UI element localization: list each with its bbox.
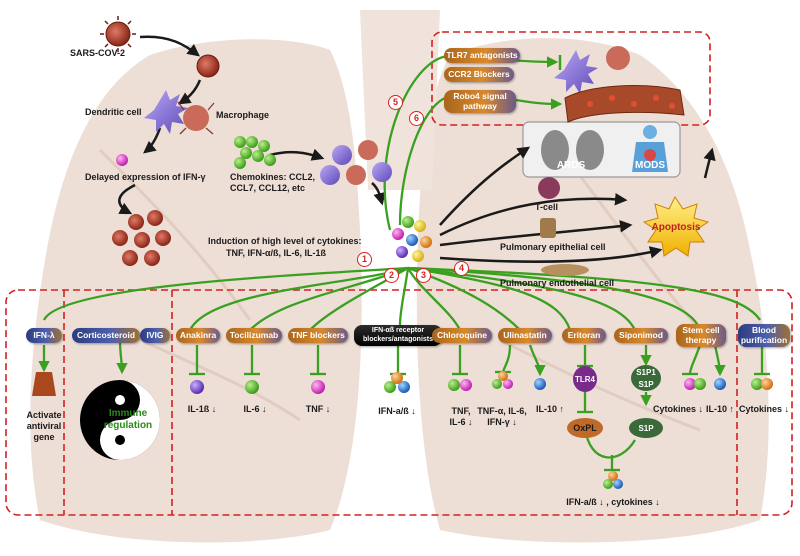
tlr4-receptor-icon: [573, 366, 597, 392]
ifn-receptor-blockers-pill: IFN-αß receptor blockers/antagonists: [354, 325, 442, 346]
ccr2-blockers-pill: CCR2 Blockers: [444, 67, 514, 82]
ards-label: ARDS: [556, 160, 586, 171]
ulinastatin-effect-2: IFN-γ ↓: [487, 417, 517, 427]
anakinra-pill: Anakinra: [176, 328, 220, 343]
yin-yang-icon: [80, 380, 160, 460]
epithelial-cell-icon: [540, 218, 556, 238]
macrophage-icon: [177, 101, 215, 135]
blood-purification-effect: Cytokines ↓: [738, 404, 790, 414]
epithelial-cell-label: Pulmonary epithelial cell: [500, 242, 606, 252]
chloroquine-pill: Chloroquine: [432, 328, 492, 343]
ifn-receptor-label-1: IFN-αß receptor: [371, 327, 425, 334]
s1p-b-label: S1P: [638, 424, 654, 433]
cytokine-cluster-icon: [392, 216, 432, 262]
robo4-label-1: Robo4 signal: [453, 91, 507, 101]
tocilizumab-pill: Tocilizumab: [226, 328, 282, 343]
dendritic-cell-label: Dendritic cell: [85, 107, 142, 117]
blood-purification-label-2: purification: [740, 335, 788, 345]
eritoran-pill: Eritoran: [562, 328, 606, 343]
ifn-delay-label: Delayed expression of IFN-γ: [85, 172, 206, 182]
bottom-result-label: IFN-a/ß ↓ , cytokines ↓: [566, 497, 660, 507]
s1p1-receptor-icon: [631, 365, 661, 391]
robo4-label-2: pathway: [462, 101, 497, 111]
tnf-blockers-pill: TNF blockers: [288, 328, 348, 343]
target-immune-cells-icon: [554, 46, 630, 94]
ards-lungs-icon: [541, 130, 604, 170]
ivig-pill: IVIG: [140, 328, 170, 343]
ulinastatin-effect-1: TNF-α, IL-6,: [477, 406, 527, 416]
induction-label-1: Induction of high level of cytokines:: [208, 236, 362, 246]
s1p-label: S1P: [638, 380, 654, 389]
pathway-number-6: 6: [409, 111, 424, 126]
chloroquine-effect-2: IL-6 ↓: [449, 417, 473, 427]
ifn-lambda-pill: IFN-λ: [26, 328, 62, 343]
pathway-number-1: 1: [357, 252, 372, 267]
bottom-molecule-icons: [32, 371, 773, 489]
endothelial-cell-icon: [541, 264, 589, 276]
il6-effect: IL-6 ↓: [243, 404, 267, 414]
blood-purification-pill: Blood purification: [738, 324, 790, 347]
virus-cluster-icon: [112, 210, 171, 266]
il1b-effect: IL-1ß ↓: [187, 404, 217, 414]
macrophage-label: Macrophage: [216, 110, 270, 120]
chemokines-label-1: Chemokines: CCL2,: [230, 172, 316, 182]
activate-label-3: gene: [33, 432, 55, 442]
ulinastatin-pill: Ulinastatin: [498, 328, 552, 343]
mods-body-icon: [632, 125, 668, 172]
il10-up-effect: IL-10 ↑: [535, 404, 565, 414]
virus-label: SARS-COV-2: [70, 48, 126, 58]
stem-cell-il10-effect: IL-10 ↑: [705, 404, 735, 414]
blood-vessel-icon: [564, 85, 685, 123]
s1p-b-icon: [629, 418, 663, 438]
chloroquine-effect-1: TNF,: [451, 406, 471, 416]
immune-regulation-label-2: regulation: [103, 420, 153, 431]
ifnab-effect: IFN-a/ß ↓: [378, 406, 416, 416]
mods-label: MODS: [635, 160, 665, 171]
chemokine-cluster-icon: [234, 136, 276, 169]
apoptosis-label: Apoptosis: [651, 222, 701, 233]
stem-cell-cytokines-effect: Cytokines ↓: [652, 404, 704, 414]
stem-cell-label-2: therapy: [685, 335, 717, 345]
blood-purification-label-1: Blood: [751, 325, 777, 335]
pathway-number-4: 4: [454, 261, 469, 276]
siponimod-pill: Siponimod: [614, 328, 668, 343]
immune-regulation-label-1: Immune: [108, 408, 148, 419]
dendritic-cell-icon: [144, 90, 188, 134]
oxpl-label: OxPL: [573, 423, 597, 433]
oxpl-icon: [567, 418, 603, 438]
tlr7-antagonists-pill: TLR7 antagonists: [444, 48, 520, 63]
activate-label-2: antiviral: [26, 421, 62, 431]
endothelial-cell-label: Pulmonary endothelial cell: [500, 278, 615, 288]
induction-label-2: TNF, IFN-α/ß, IL-6, IL-1ß: [226, 248, 327, 258]
pathway-number-2: 2: [384, 268, 399, 283]
ifn-gamma-sphere-icon: [116, 154, 128, 166]
t-cell-icon: [538, 177, 560, 199]
tlr4-label: TLR4: [575, 375, 595, 384]
stem-cell-label-1: Stem cell: [682, 325, 720, 335]
s1p1-label: S1P1: [636, 368, 656, 377]
stem-cell-therapy-pill: Stem cell therapy: [676, 324, 726, 347]
activate-label-1: Activate: [26, 410, 62, 420]
robo4-pill: Robo4 signal pathway: [444, 90, 516, 113]
chemokines-label-2: CCL7, CCL12, etc: [230, 183, 306, 193]
ifn-receptor-label-2: blockers/antagonists: [362, 336, 434, 343]
pathway-number-5: 5: [388, 95, 403, 110]
sars-cov-2-virus-icon: [100, 16, 136, 52]
corticosteroid-pill: Corticosteroid: [72, 328, 140, 343]
apoptosis-starburst-icon: [642, 196, 710, 257]
therapy-dashed-boxes: [5, 31, 793, 516]
t-cell-label: T-cell: [535, 202, 559, 212]
virus-particle-icon: [196, 54, 220, 78]
pathway-number-3: 3: [416, 268, 431, 283]
tnf-effect: TNF ↓: [305, 404, 331, 414]
immune-cell-cluster-icon: [320, 140, 392, 185]
